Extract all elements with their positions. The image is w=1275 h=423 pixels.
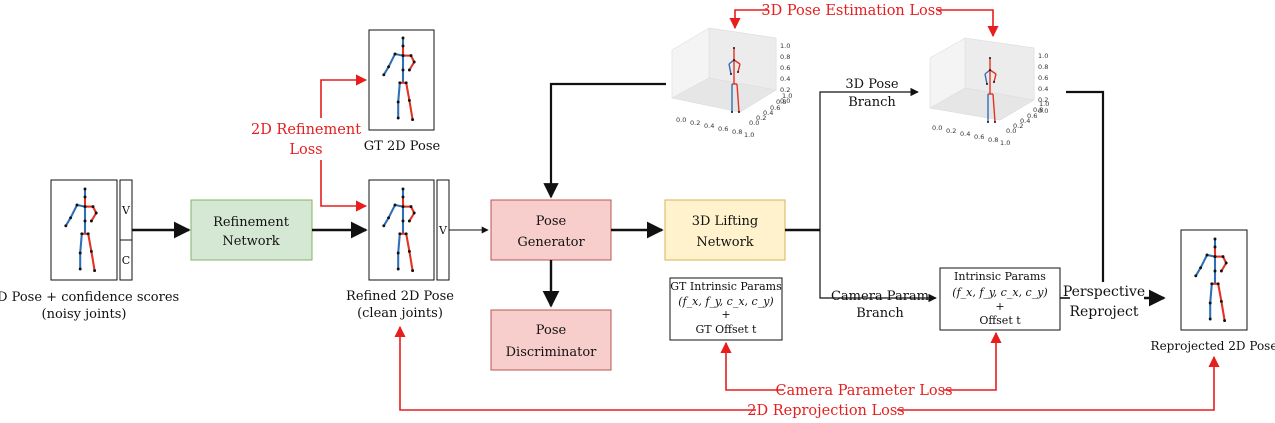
plot1-x-tick-4: 0.6 bbox=[718, 125, 728, 133]
pose-discriminator-label-1: Pose bbox=[536, 323, 567, 338]
plot1-x-tick-5: 0.8 bbox=[732, 128, 742, 136]
pose-generator-label-1: Pose bbox=[536, 214, 567, 229]
plot2-z-tick-5: 0.8 bbox=[1038, 63, 1048, 71]
refined-v-label: V bbox=[438, 224, 448, 237]
plot1-z-tick-1: 0.0 bbox=[780, 97, 790, 105]
plot2-z-tick-6: 1.0 bbox=[1038, 52, 1048, 60]
plot2-y-tick-2: 0.2 bbox=[1013, 122, 1023, 130]
plot1-y-tick-3: 0.4 bbox=[763, 109, 773, 117]
refined-pose-label-2: (clean joints) bbox=[357, 306, 443, 321]
reprojection-loss-arrow-left bbox=[394, 325, 756, 411]
plot1-z-tick-5: 0.8 bbox=[780, 53, 790, 61]
pose-generator-label-2: Generator bbox=[517, 235, 585, 250]
plot1-z-tick-6: 1.0 bbox=[780, 42, 790, 50]
arrow-3d-pose-branch bbox=[819, 87, 919, 230]
arrow-3d-pose-to-generator bbox=[543, 82, 666, 199]
intrinsic-label-3: + bbox=[995, 300, 1004, 313]
plot1-y-tick-1: 0.0 bbox=[749, 119, 759, 127]
plot2-z-tick-3: 0.4 bbox=[1038, 85, 1048, 93]
pose-discriminator-box bbox=[490, 309, 612, 371]
gt-intrinsic-label-1: GT Intrinsic Params bbox=[670, 280, 782, 293]
refinement-loss-arrow-up bbox=[320, 74, 368, 118]
intrinsic-label-1: Intrinsic Params bbox=[954, 270, 1046, 283]
refinement-network-label-2: Network bbox=[222, 234, 279, 249]
plot2-y-tick-6: 1.0 bbox=[1039, 100, 1049, 108]
lifting-network-box bbox=[664, 199, 786, 261]
visibility-v-label: V bbox=[121, 204, 131, 217]
pose-loss-arrow-left bbox=[729, 9, 768, 30]
3d-plot-left: 1.0 0.8 0.6 0.4 0.2 0.0 0.0 0.2 0.4 0.6 … bbox=[671, 27, 792, 139]
plot1-x-tick-2: 0.2 bbox=[690, 119, 700, 127]
intrinsic-box bbox=[939, 267, 1061, 331]
gt-2d-pose-label: GT 2D Pose bbox=[364, 139, 441, 154]
camera-branch-label-1: Camera Param bbox=[831, 289, 929, 304]
plot1-y-tick-2: 0.2 bbox=[756, 114, 766, 122]
lifting-network-label-1: 3D Lifting bbox=[692, 214, 759, 229]
plot1-x-tick-6: 1.0 bbox=[744, 131, 754, 139]
arrow-3d-pose-to-reproject bbox=[1066, 90, 1105, 282]
refinement-loss-label-2: Loss bbox=[289, 142, 322, 158]
plot2-y-tick-1: 0.0 bbox=[1006, 127, 1016, 135]
plot1-x-tick-1: 0.0 bbox=[676, 116, 686, 124]
pose-branch-label-2: Branch bbox=[848, 95, 896, 110]
refinement-loss-label-1: 2D Refinement bbox=[251, 122, 361, 138]
camera-loss-arrow-right bbox=[943, 331, 1002, 391]
plot2-y-tick-4: 0.6 bbox=[1027, 112, 1037, 120]
plot1-z-tick-4: 0.6 bbox=[780, 64, 790, 72]
pose-generator-box bbox=[490, 199, 612, 261]
gt-intrinsic-label-4: GT Offset t bbox=[696, 323, 758, 336]
refined-pose-frame bbox=[368, 179, 435, 281]
plot1-z-tick-3: 0.4 bbox=[780, 75, 790, 83]
plot2-x-tick-2: 0.2 bbox=[946, 127, 956, 135]
plot1-y-tick-5: 0.8 bbox=[776, 98, 786, 106]
reprojection-loss-arrow-right bbox=[897, 355, 1220, 411]
input-pose-label-2: (noisy joints) bbox=[42, 307, 127, 322]
reprojection-loss-label: 2D Reprojection Loss bbox=[747, 403, 904, 419]
3d-plot-right: 1.0 0.8 0.6 0.4 0.2 0.0 0.0 0.2 0.4 0.6 … bbox=[929, 37, 1049, 147]
plot1-x-tick-3: 0.4 bbox=[704, 122, 714, 130]
pose-branch-label-1: 3D Pose bbox=[845, 77, 899, 92]
plot2-z-tick-2: 0.2 bbox=[1038, 96, 1048, 104]
plot2-y-tick-5: 0.8 bbox=[1033, 106, 1043, 114]
refinement-loss-arrow-down bbox=[320, 160, 368, 212]
gt-intrinsic-label-3: + bbox=[721, 308, 730, 321]
pose-discriminator-label-2: Discriminator bbox=[506, 345, 598, 360]
plot2-x-tick-3: 0.4 bbox=[960, 130, 970, 138]
pose-estimation-loss-label: 3D Pose Estimation Loss bbox=[761, 3, 942, 19]
gt-2d-pose-frame bbox=[368, 29, 435, 131]
intrinsic-label-2: (f_x, f_y, c_x, c_y) bbox=[952, 286, 1047, 299]
input-pose-label-1: 2D Pose + confidence scores bbox=[0, 290, 179, 305]
plot1-z-tick-2: 0.2 bbox=[780, 86, 790, 94]
confidence-vector bbox=[119, 239, 133, 281]
pose-loss-arrow-right bbox=[937, 9, 999, 38]
camera-parameter-loss-label: Camera Parameter Loss bbox=[775, 383, 952, 399]
refined-pose-label-1: Refined 2D Pose bbox=[346, 289, 454, 304]
intrinsic-label-4: Offset t bbox=[979, 314, 1021, 327]
confidence-c-label: C bbox=[122, 254, 130, 267]
plot2-x-tick-5: 0.8 bbox=[988, 136, 998, 144]
camera-branch-label-2: Branch bbox=[856, 306, 904, 321]
plot2-x-tick-1: 0.0 bbox=[932, 124, 942, 132]
camera-loss-arrow-left bbox=[720, 341, 784, 391]
plot1-y-tick-6: 1.0 bbox=[782, 92, 792, 100]
refinement-network-label-1: Refinement bbox=[213, 215, 290, 230]
plot2-z-tick-1: 0.0 bbox=[1038, 107, 1048, 115]
perspective-reproject-label-2: Reproject bbox=[1069, 304, 1138, 320]
plot2-y-tick-3: 0.4 bbox=[1020, 117, 1030, 125]
perspective-reproject-label-1: Perspective bbox=[1063, 284, 1145, 300]
lifting-network-label-2: Network bbox=[696, 235, 753, 250]
gt-intrinsic-label-2: (f_x, f_y, c_x, c_y) bbox=[678, 295, 773, 308]
plot2-x-tick-4: 0.6 bbox=[974, 133, 984, 141]
reprojected-pose-label: Reprojected 2D Pose bbox=[1151, 339, 1275, 353]
plot2-x-tick-6: 1.0 bbox=[1000, 139, 1010, 147]
plot1-y-tick-4: 0.6 bbox=[770, 104, 780, 112]
refinement-network-box bbox=[190, 199, 313, 261]
gt-intrinsic-box bbox=[669, 277, 783, 341]
arrow-camera-param-branch bbox=[819, 230, 937, 303]
plot2-z-tick-4: 0.6 bbox=[1038, 74, 1048, 82]
